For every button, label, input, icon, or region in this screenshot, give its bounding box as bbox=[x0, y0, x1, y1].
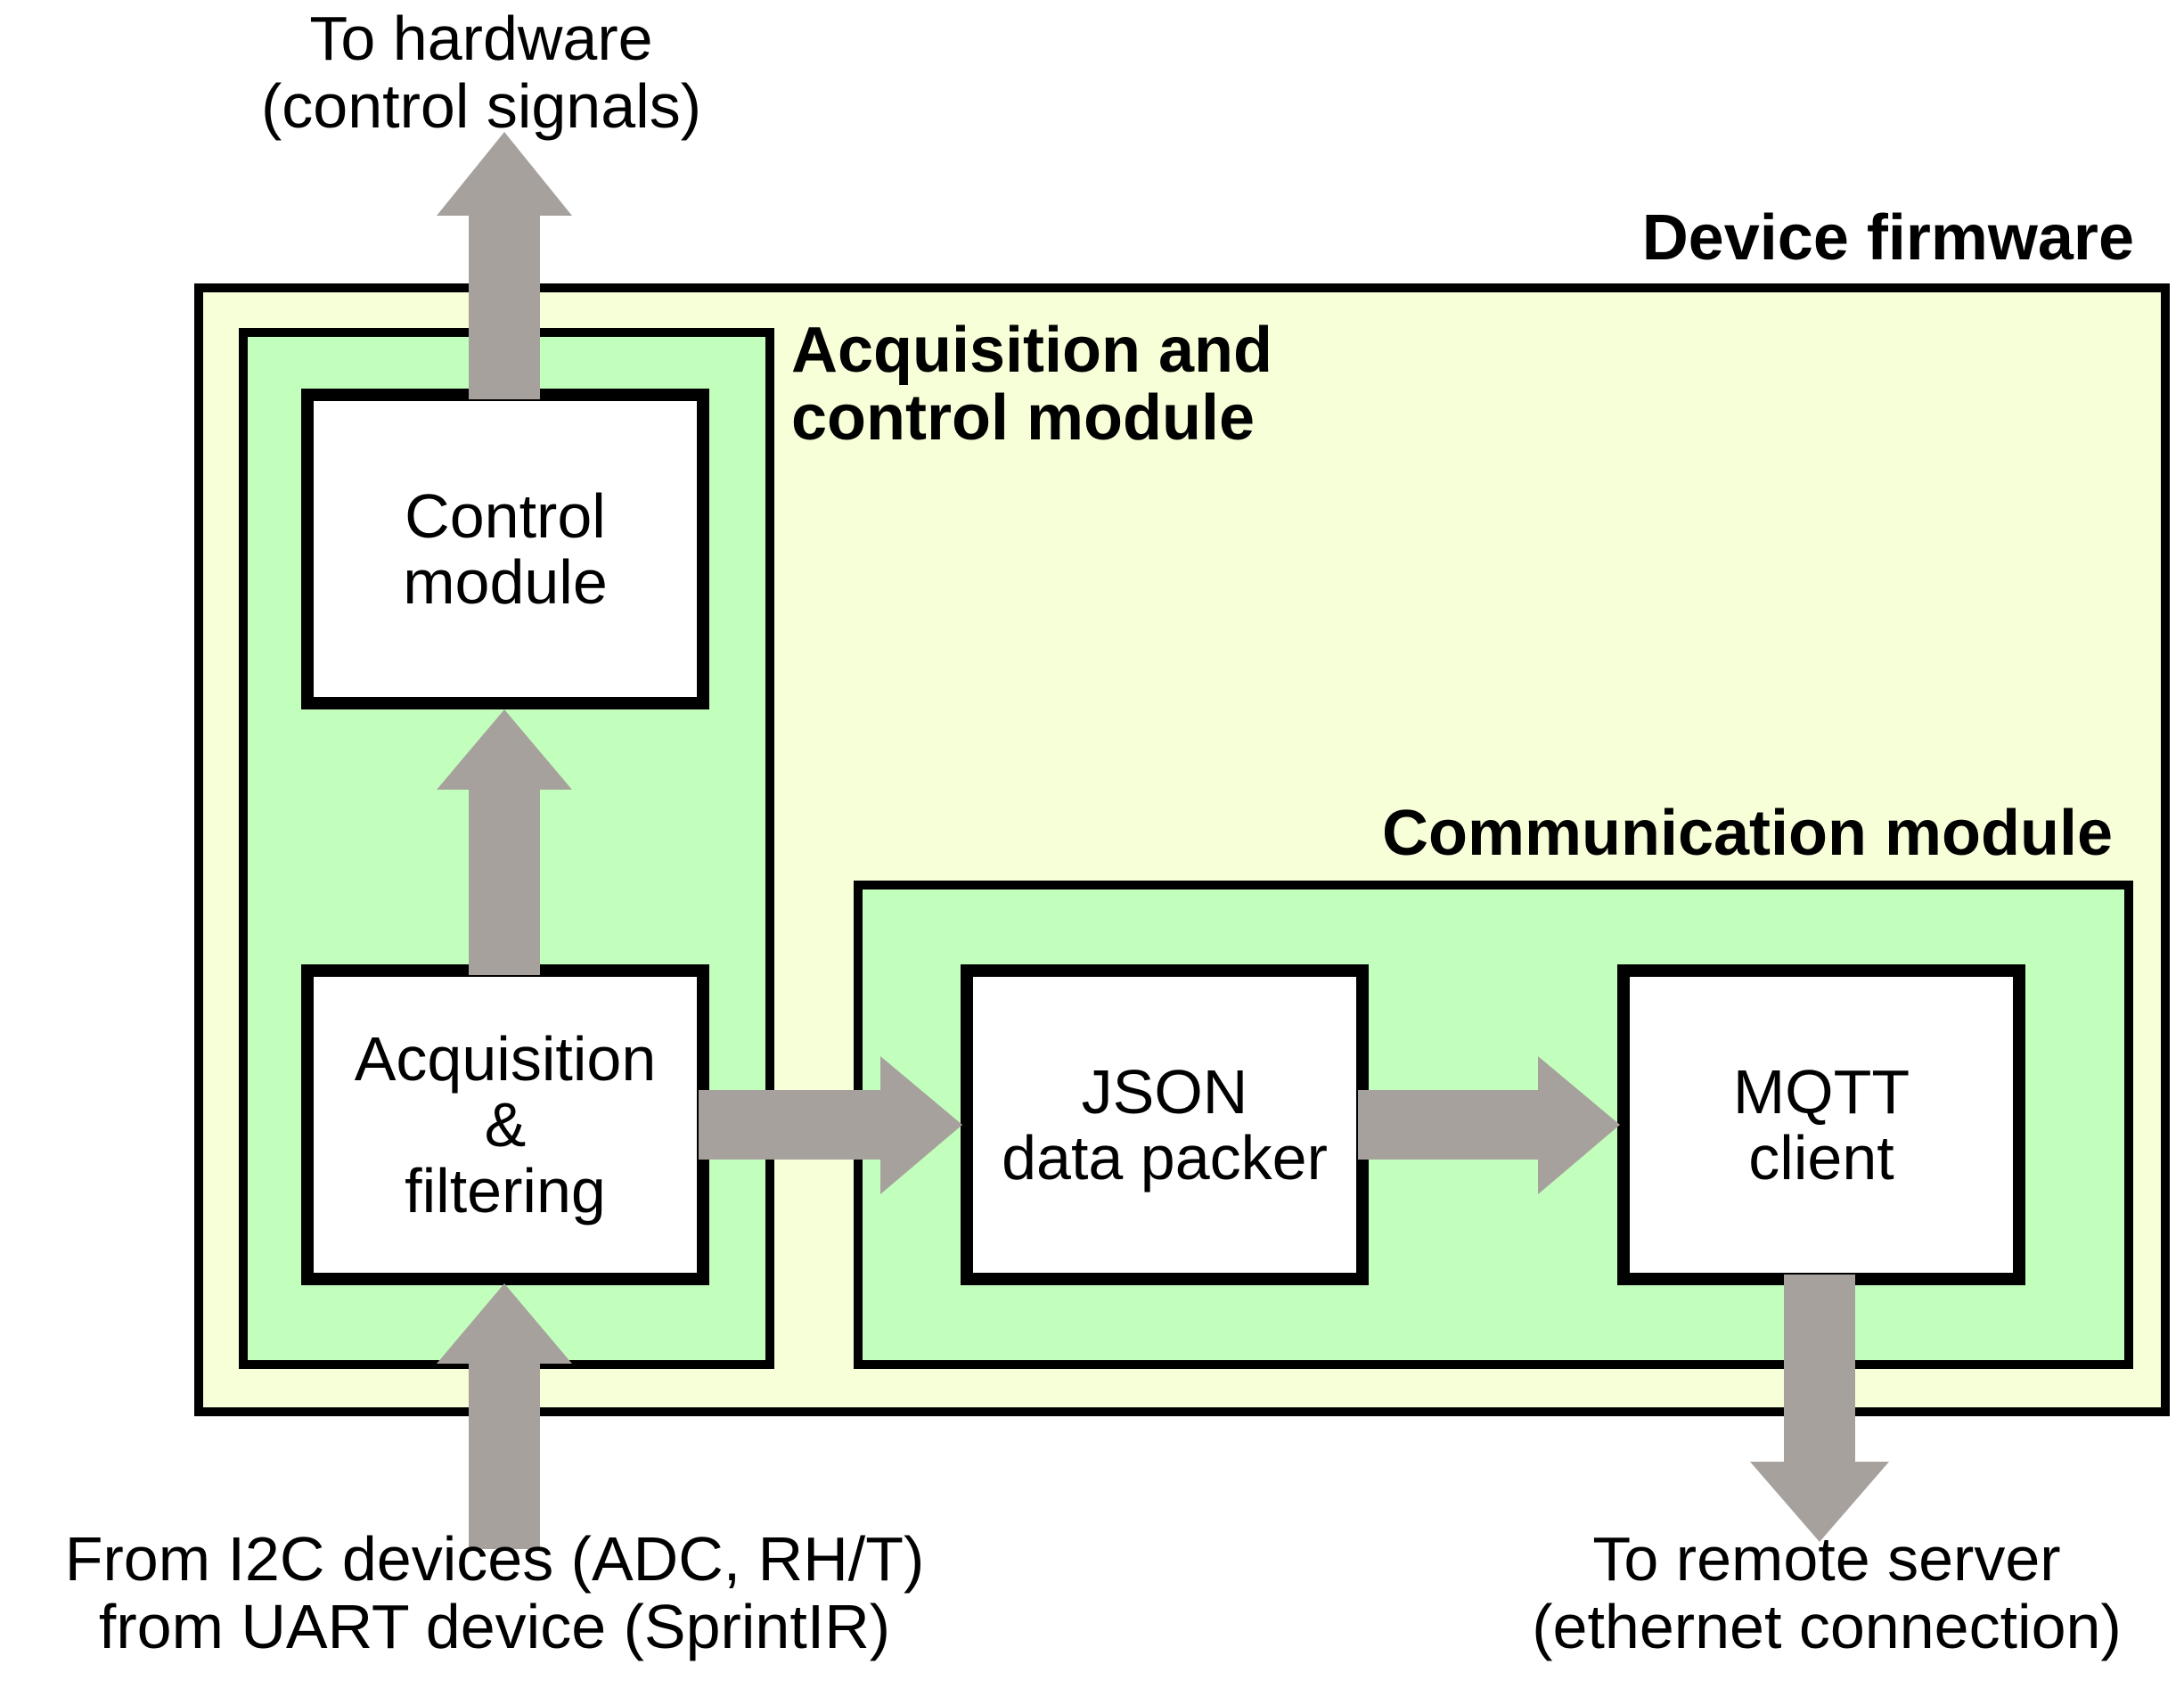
acquisition-control-module-title: Acquisition and control module bbox=[791, 315, 1272, 454]
device-firmware-title: Device firmware bbox=[1641, 202, 2134, 274]
control-module-label: Control module bbox=[403, 480, 608, 617]
mqtt-client-label: MQTT client bbox=[1732, 1056, 1910, 1193]
i2c-devices-line: From I2C devices (ADC, RH/T) bbox=[64, 1524, 925, 1594]
uart-device-line: from UART device (SprintIR) bbox=[98, 1591, 891, 1661]
communication-module-title: Communication module bbox=[1381, 798, 2113, 869]
to-hardware-label: To hardware (control signals) bbox=[241, 4, 722, 141]
mqtt-client-block: MQTT client bbox=[1617, 964, 2025, 1285]
json-data-packer-label: JSON data packer bbox=[1002, 1056, 1328, 1193]
remote-server-label: To remote server (ethernet connection) bbox=[1488, 1524, 2165, 1661]
input-sources-label: From I2C devices (ADC, RH/T) from UART d… bbox=[9, 1524, 980, 1661]
json-data-packer-block: JSON data packer bbox=[961, 964, 1369, 1285]
control-signals-line: (control signals) bbox=[260, 70, 702, 141]
acquisition-filtering-block: Acquisition & filtering bbox=[301, 964, 709, 1285]
acquisition-filtering-label: Acquisition & filtering bbox=[354, 1023, 657, 1226]
ethernet-connection-line: (ethernet connection) bbox=[1532, 1591, 2122, 1661]
control-module-block: Control module bbox=[301, 389, 709, 709]
remote-server-line: To remote server bbox=[1592, 1524, 2061, 1594]
to-hardware-line: To hardware bbox=[309, 4, 653, 73]
